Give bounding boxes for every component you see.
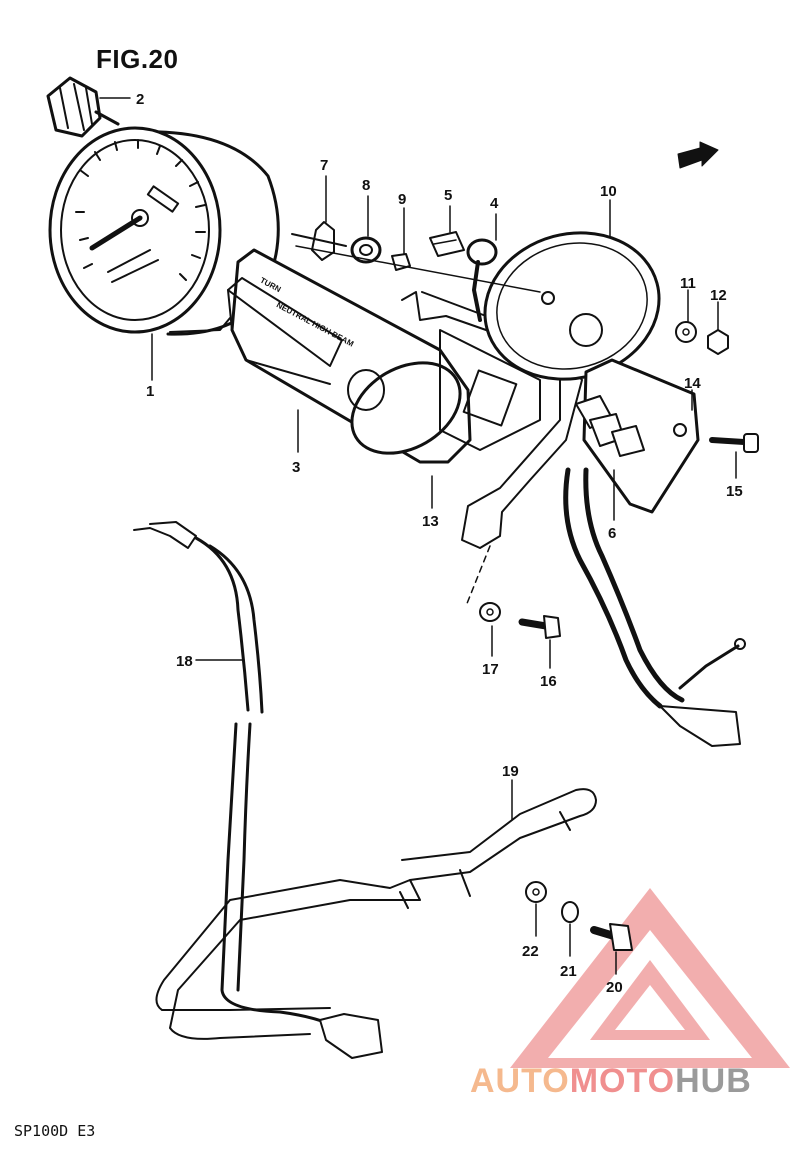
part-22-washer xyxy=(525,881,547,903)
part-5-bulb xyxy=(429,231,465,257)
callout-20: 20 xyxy=(606,979,623,996)
watermark-part-1: AUTO xyxy=(470,1062,570,1100)
figure-title: FIG.20 xyxy=(96,44,179,74)
callout-4: 4 xyxy=(490,195,499,212)
part-21-lockwasher xyxy=(561,901,579,923)
callouts: 2 1 3 7 8 9 5 4 10 11 12 14 15 13 6 17 1… xyxy=(136,91,743,996)
leader-lines xyxy=(99,97,737,975)
part-17-washer xyxy=(479,602,501,622)
watermark-logo: AUTOMOTOHUB xyxy=(470,1062,752,1101)
part-2-reset-knob xyxy=(46,76,120,138)
callout-12: 12 xyxy=(710,287,727,304)
callout-2: 2 xyxy=(136,91,144,108)
callout-8: 8 xyxy=(362,177,370,194)
part-4-socket xyxy=(466,238,498,322)
callout-13: 13 xyxy=(422,513,439,530)
callout-11: 11 xyxy=(680,275,696,292)
watermark-triangle xyxy=(510,888,790,1068)
model-code: SP100D E3 xyxy=(14,1122,96,1140)
part-10-tachometer xyxy=(483,231,661,381)
callout-14: 14 xyxy=(684,375,701,392)
part-19-stay xyxy=(155,788,597,1040)
callout-5: 5 xyxy=(444,187,452,204)
callout-19: 19 xyxy=(502,763,519,780)
part-18-cable xyxy=(133,521,383,1059)
callout-6: 6 xyxy=(608,525,616,542)
part-6-socket-harness xyxy=(563,395,746,747)
part-3-indicator-housing xyxy=(227,248,472,464)
watermark-part-3: HUB xyxy=(675,1062,752,1100)
part-12-nut xyxy=(707,329,729,355)
callout-21: 21 xyxy=(560,963,577,980)
callout-3: 3 xyxy=(292,459,300,476)
watermark-part-2: MOTO xyxy=(569,1062,676,1100)
callout-22: 22 xyxy=(522,943,539,960)
callout-7: 7 xyxy=(320,157,328,174)
part-16-bolt xyxy=(518,615,561,639)
callout-16: 16 xyxy=(540,673,557,690)
part-11-washer xyxy=(675,321,697,343)
callout-9: 9 xyxy=(398,191,406,208)
part-8-grommet xyxy=(350,236,382,264)
part-14-plate xyxy=(582,358,700,514)
callout-1: 1 xyxy=(146,383,154,400)
part-15-screw xyxy=(709,433,759,453)
part-20-bolt xyxy=(590,923,633,951)
callout-15: 15 xyxy=(726,483,743,500)
direction-arrow-icon xyxy=(677,141,719,169)
callout-17: 17 xyxy=(482,661,499,678)
callout-18: 18 xyxy=(176,653,193,670)
callout-10: 10 xyxy=(600,183,617,200)
